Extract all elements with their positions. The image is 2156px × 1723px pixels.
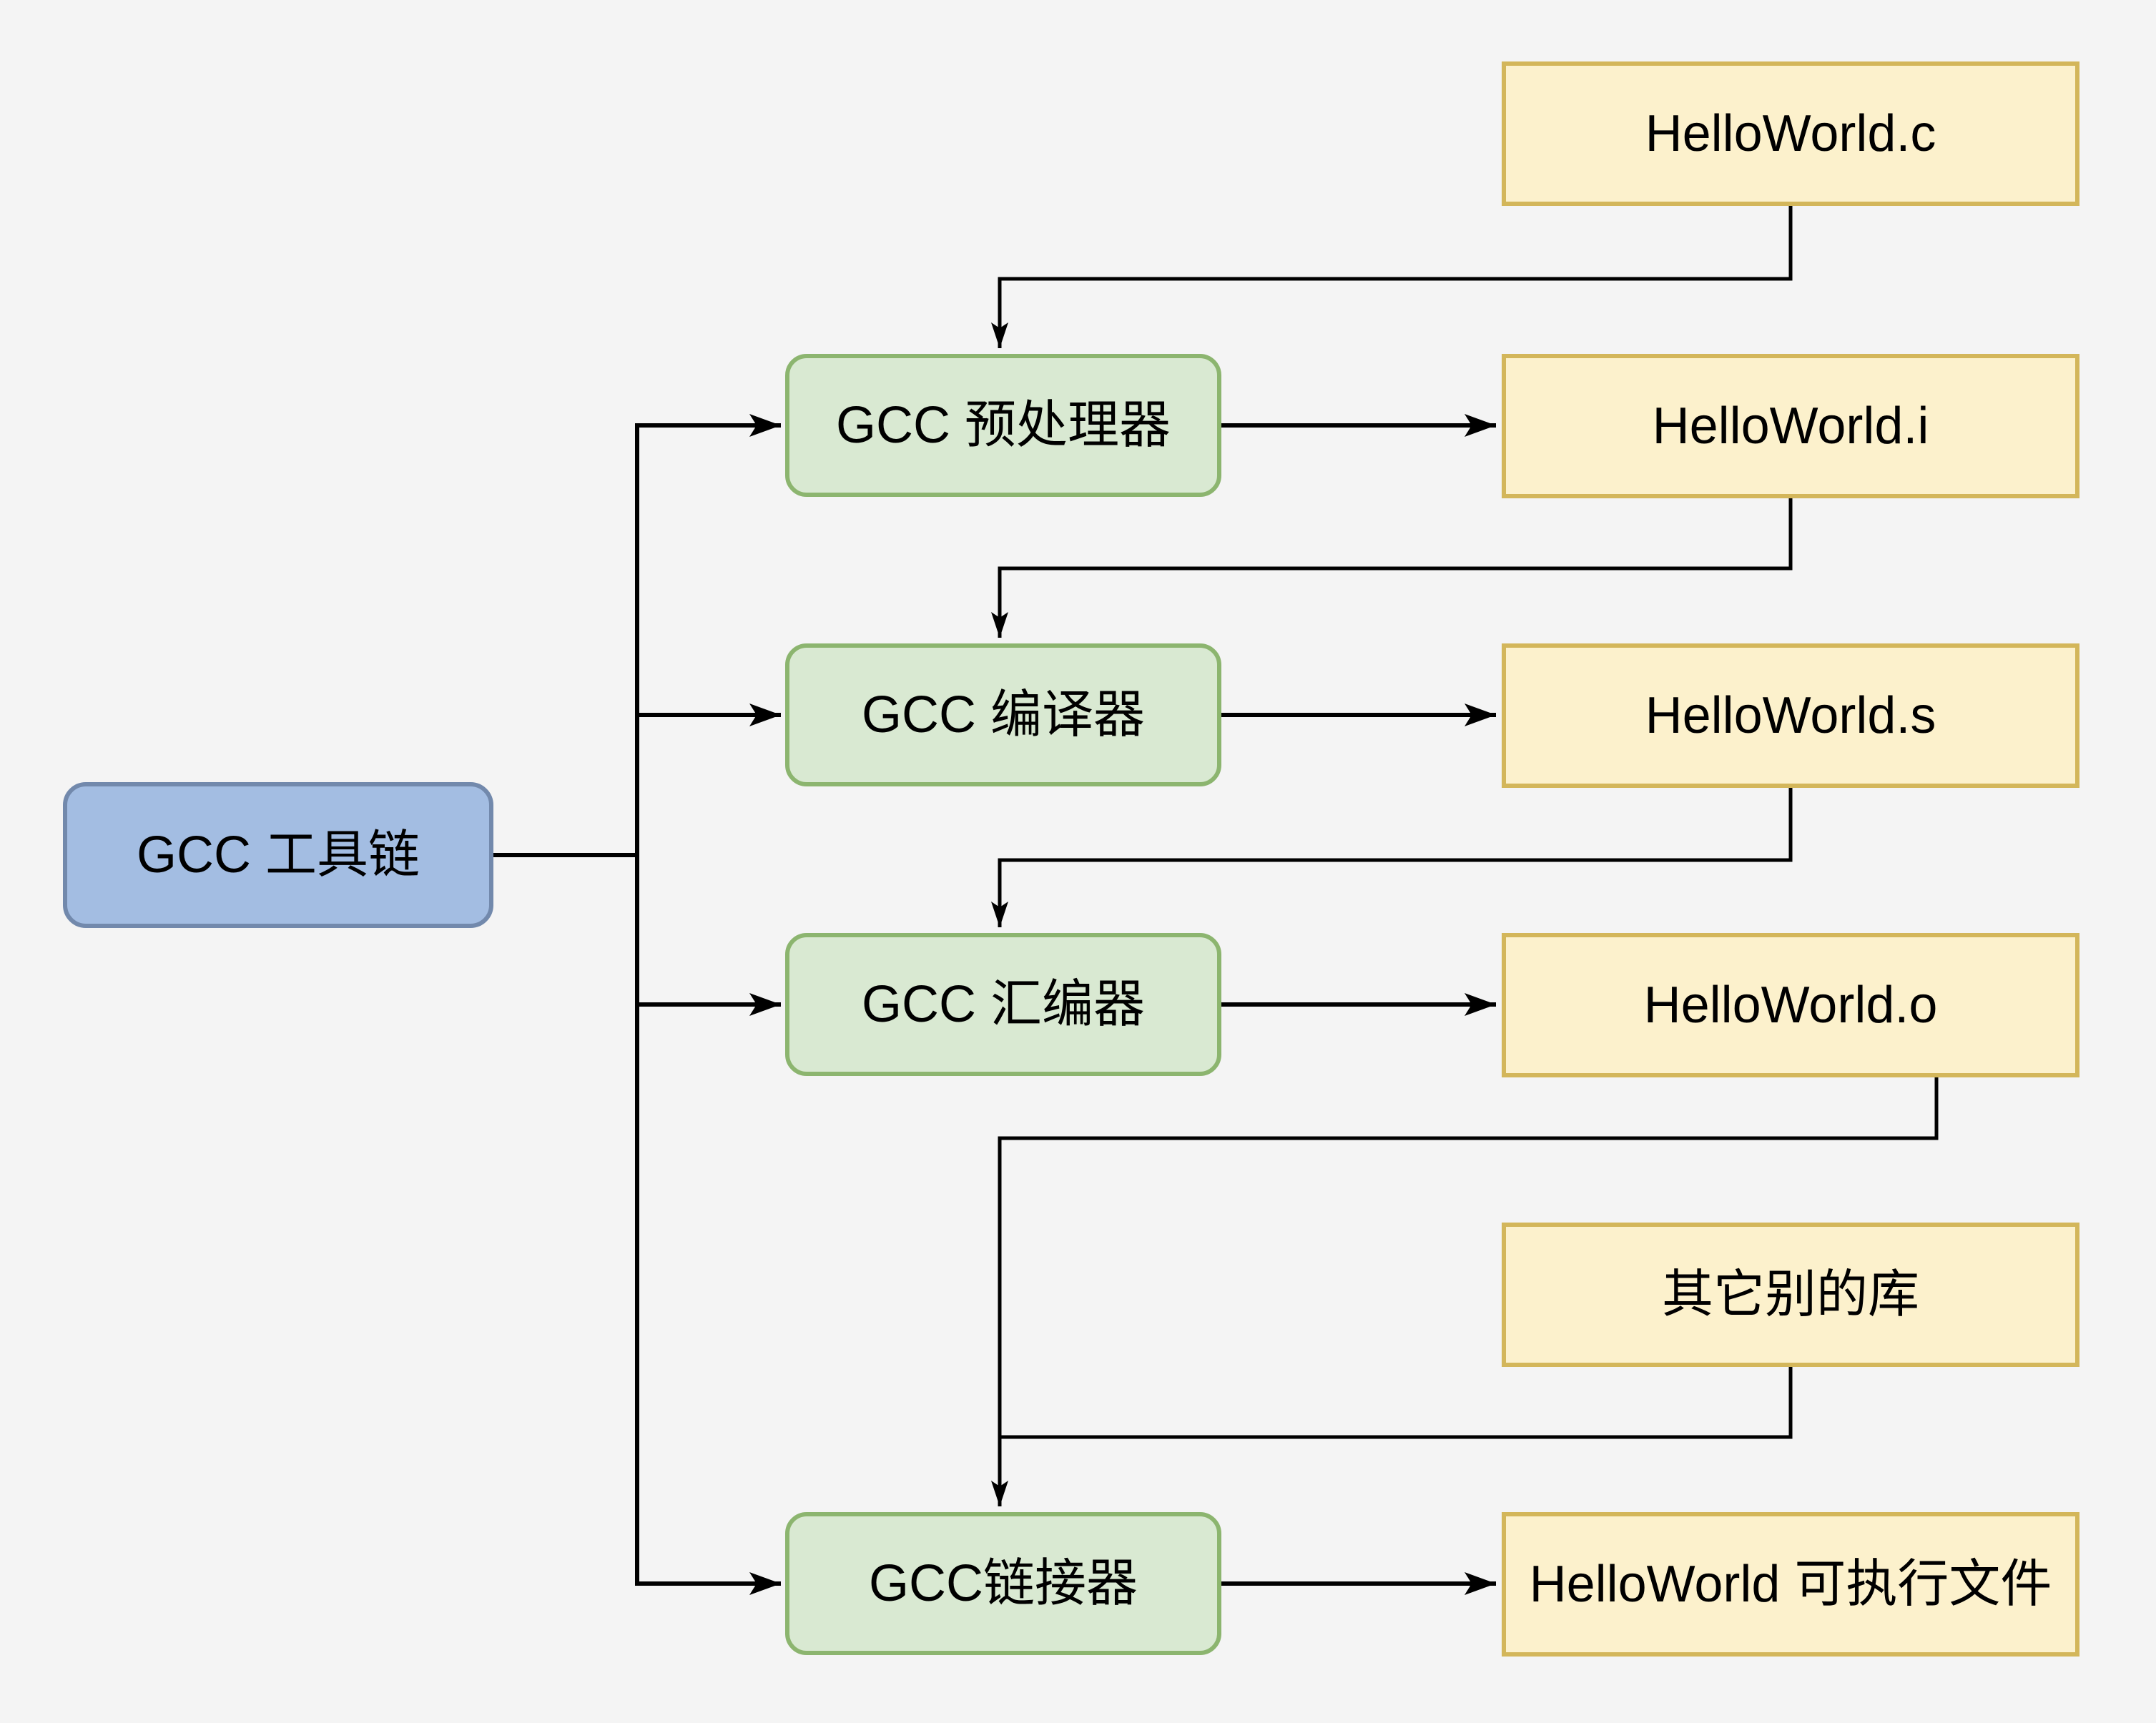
edge-libraries-linker xyxy=(998,1367,1793,1439)
edge-helloworld-i-compiler xyxy=(991,498,1793,638)
node-helloworld-c: HelloWorld.c xyxy=(1502,61,2079,206)
node-other-libraries: 其它别的库 xyxy=(1502,1223,2079,1367)
node-gcc-toolchain: GCC 工具链 xyxy=(63,782,493,928)
node-helloworld-executable: HelloWorld 可执行文件 xyxy=(1502,1512,2079,1657)
node-helloworld-s: HelloWorld.s xyxy=(1502,643,2079,788)
edge-helloworld-s-assembler xyxy=(991,788,1793,927)
node-gcc-compiler: GCC 编译器 xyxy=(785,643,1221,786)
edge-helloworld-o-linker xyxy=(991,1077,1939,1506)
edge-helloworld-c-preprocessor xyxy=(991,206,1793,348)
node-gcc-assembler: GCC 汇编器 xyxy=(785,933,1221,1076)
node-gcc-linker: GCC链接器 xyxy=(785,1512,1221,1655)
node-helloworld-o: HelloWorld.o xyxy=(1502,933,2079,1077)
node-gcc-preprocessor: GCC 预处理器 xyxy=(785,354,1221,497)
node-helloworld-i: HelloWorld.i xyxy=(1502,354,2079,498)
